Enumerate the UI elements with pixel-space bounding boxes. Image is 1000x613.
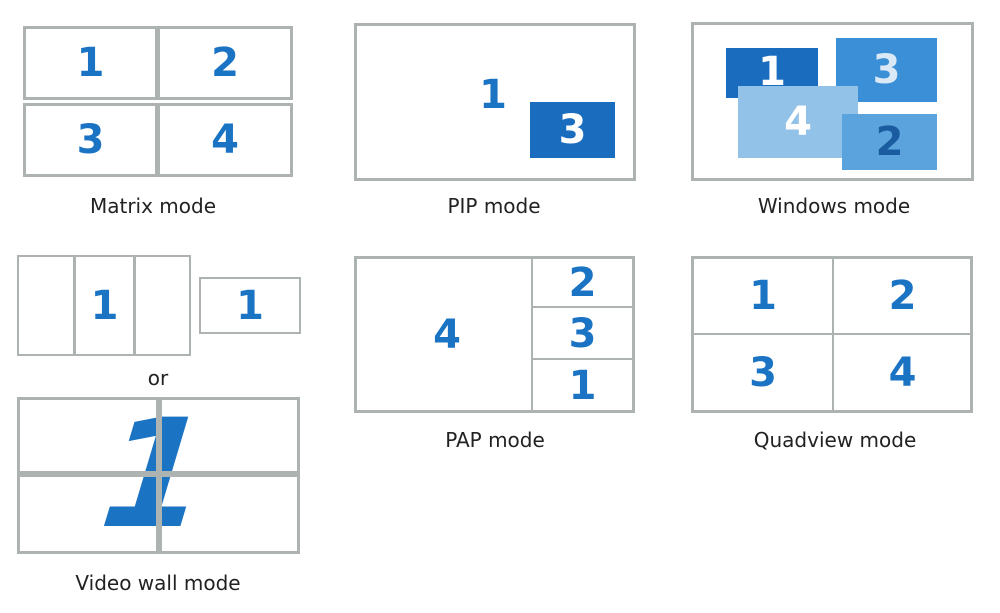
window-2: 2	[842, 114, 937, 170]
quadview-cell-1: 1	[749, 273, 777, 319]
matrix-cell-3: 3	[23, 103, 158, 177]
pip-mode-caption: PIP mode	[447, 194, 541, 218]
matrix-cell-4: 4	[157, 103, 293, 177]
video-wall-mode-caption: Video wall mode	[75, 571, 241, 595]
wall-cell-tl	[17, 397, 161, 475]
pap-mode-caption: PAP mode	[445, 428, 545, 452]
window-4: 4	[738, 86, 858, 158]
matrix-cell-1: 1	[23, 26, 158, 100]
wall-panel-left	[17, 255, 75, 356]
pip-inset-window: 3	[530, 102, 615, 158]
pap-stack-2: 3	[533, 310, 632, 360]
matrix-cell-2: 2	[157, 26, 293, 100]
pip-main-number: 1	[479, 72, 507, 118]
quadview-mode-caption: Quadview mode	[753, 428, 917, 452]
quadview-horizontal-divider	[693, 333, 971, 335]
wall-bezel-horizontal	[17, 471, 300, 477]
quadview-cell-3: 3	[749, 349, 777, 396]
pap-stack-3: 1	[568, 362, 597, 409]
quadview-cell-4: 4	[888, 349, 917, 396]
pap-main-number: 4	[433, 312, 461, 358]
wall-panel-center: 1	[74, 255, 135, 356]
pap-screen	[354, 256, 635, 413]
matrix-mode-caption: Matrix mode	[89, 194, 217, 218]
pap-divider	[531, 258, 533, 411]
wall-small-screen: 1	[199, 277, 301, 334]
wall-panel-right	[134, 255, 191, 356]
pap-stack-1: 2	[533, 259, 632, 308]
or-label: or	[147, 366, 169, 390]
quadview-cell-2: 2	[888, 273, 917, 319]
windows-mode-caption: Windows mode	[757, 194, 911, 218]
